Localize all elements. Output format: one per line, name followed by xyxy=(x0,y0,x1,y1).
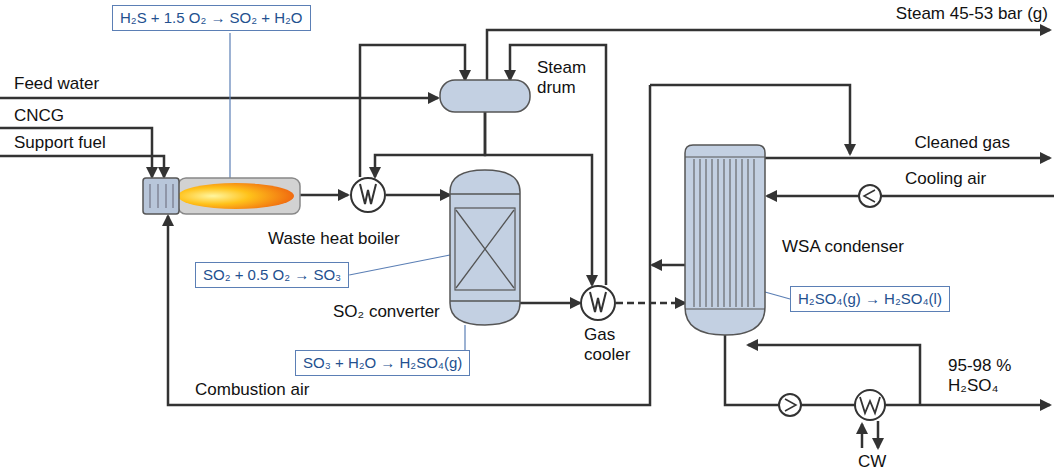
leader-line xyxy=(765,292,790,299)
burner xyxy=(143,178,179,214)
equipment-label: WSA condenser xyxy=(782,237,904,257)
equipment: Gas cooler xyxy=(580,285,616,321)
exchanger-circle xyxy=(351,178,385,212)
acid-cooler xyxy=(860,397,880,413)
exchanger-coil xyxy=(360,184,376,204)
process-line xyxy=(616,302,685,305)
cooling-water-in xyxy=(861,424,864,448)
fan-symbol xyxy=(859,185,881,207)
hot-air-line xyxy=(650,85,850,154)
reaction-box: SO₃ + H₂O → H₂SO₄(g) xyxy=(295,350,470,376)
reaction-box: H₂S + 1.5 O₂ → SO₂ + H₂O xyxy=(112,5,311,31)
leader-line xyxy=(349,255,450,275)
feed-water-line xyxy=(0,97,438,100)
process-line xyxy=(510,45,606,285)
process-line xyxy=(520,302,580,305)
cleaned-gas-line xyxy=(765,157,1050,160)
flame xyxy=(178,183,294,209)
support-fuel-line xyxy=(0,156,164,177)
pump-symbol xyxy=(779,394,801,416)
acid-cooler xyxy=(855,390,885,420)
reaction-text: H₂S + 1.5 O₂ → SO₂ + H₂O xyxy=(120,9,303,27)
cond-outline xyxy=(685,145,765,335)
burner-detail xyxy=(150,184,173,208)
catalyst-bed xyxy=(455,208,515,290)
combustion-air-line xyxy=(168,85,650,405)
reaction-text: H₂SO₄(g) → H₂SO₄(l) xyxy=(798,290,942,308)
reaction-text: SO₃ + H₂O → H₂SO₄(g) xyxy=(303,354,462,372)
air-exit-line xyxy=(652,264,685,267)
drum-shell xyxy=(440,80,530,112)
stream-label: CNCG xyxy=(14,106,64,126)
conv-outline xyxy=(450,170,520,325)
equipment-label: Steam drum xyxy=(537,58,599,98)
catalyst-bed xyxy=(450,194,520,301)
reaction-box: SO₂ + 0.5 O₂ → SO₃ xyxy=(195,262,349,288)
circ-outline xyxy=(350,177,386,213)
leader-line xyxy=(229,33,230,178)
stream-label: Combustion air xyxy=(195,380,309,400)
acid-line xyxy=(725,335,1050,405)
cooling-air-line xyxy=(767,195,1054,198)
pump-symbol xyxy=(785,399,796,411)
combustion-chamber xyxy=(178,178,300,214)
exchanger-coil xyxy=(590,292,606,312)
acid-recycle-line xyxy=(748,345,920,405)
reaction-box: H₂SO₄(g) → H₂SO₄(l) xyxy=(790,286,950,312)
process-line xyxy=(375,112,485,177)
equipment: Steam drum xyxy=(440,80,530,112)
equipment-label: Waste heat boiler xyxy=(268,229,400,249)
stream-label: Cooling air xyxy=(905,169,986,189)
equipment: SO₂ converter xyxy=(450,170,520,325)
condenser-shell xyxy=(685,145,765,335)
process-line xyxy=(386,194,450,197)
stream-label: 95-98 % H₂SO₄ xyxy=(948,356,1048,396)
stream-label: Steam 45-53 bar (g) xyxy=(896,4,1048,24)
condenser-tubes xyxy=(685,157,765,309)
equipment: Waste heat boiler xyxy=(350,177,386,213)
equipment-label: SO₂ converter xyxy=(333,302,440,322)
vessel-shell xyxy=(450,170,520,325)
stream-label: Cleaned gas xyxy=(915,133,1010,153)
drum-outline xyxy=(440,80,530,112)
stream-label: CW xyxy=(858,452,886,472)
cooling-water-out xyxy=(877,421,880,448)
fan-symbol xyxy=(864,190,875,202)
exchanger-circle xyxy=(581,286,615,320)
equipment-label: Gas cooler xyxy=(584,325,642,365)
flue-gas-line xyxy=(300,194,348,197)
reaction-text: SO₂ + 0.5 O₂ → SO₃ xyxy=(203,266,341,284)
stream-label: Feed water xyxy=(14,74,99,94)
circ-outline xyxy=(580,285,616,321)
equipment: WSA condenser xyxy=(685,145,765,335)
leader-line xyxy=(464,325,465,350)
cncg-line xyxy=(0,128,152,177)
stream-label: Support fuel xyxy=(14,133,106,153)
